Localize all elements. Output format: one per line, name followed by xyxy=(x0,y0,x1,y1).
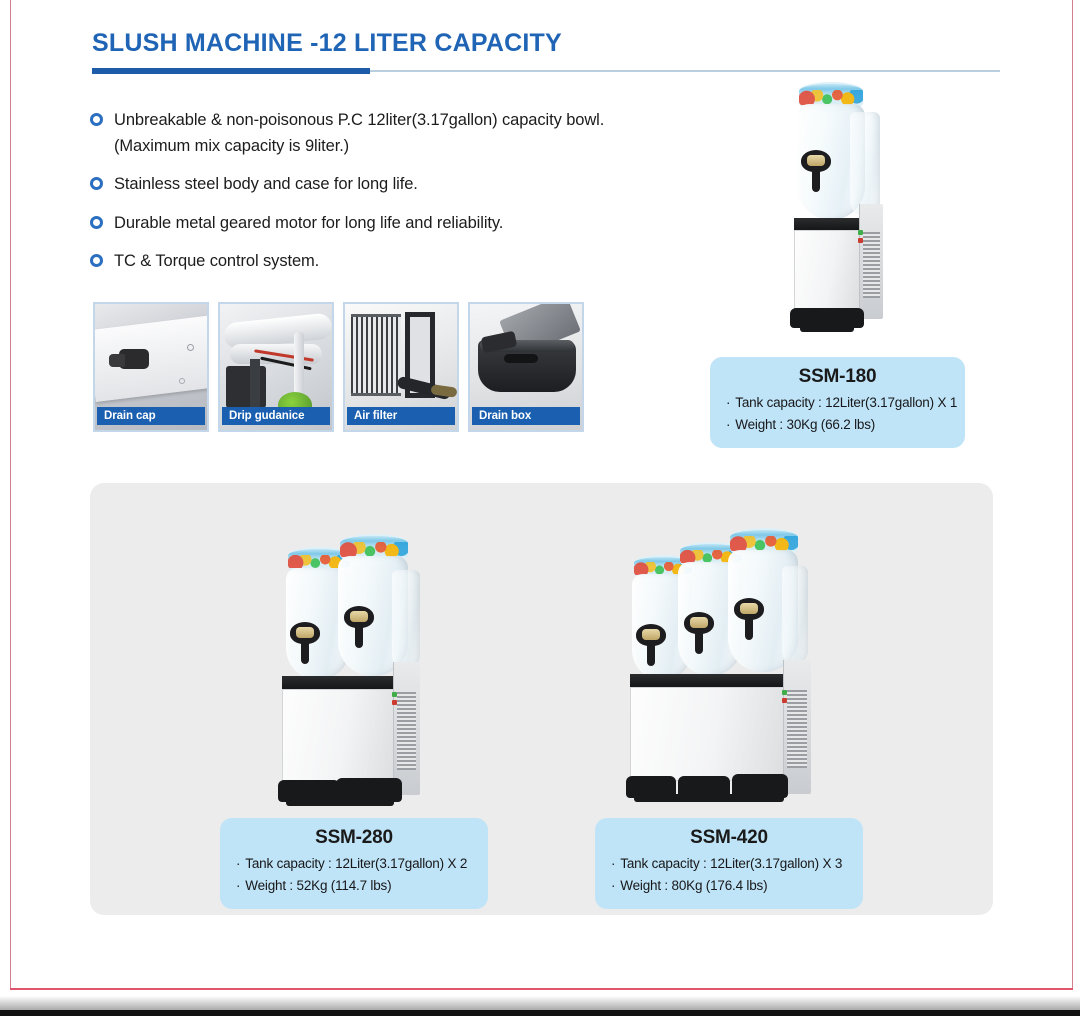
feature-main-text: Unbreakable & non-poisonous P.C 12liter(… xyxy=(114,111,605,129)
ring-bullet-icon xyxy=(90,215,103,229)
product-model-label: SSM-280 xyxy=(315,827,393,848)
spec-weight-text: Weight : 30Kg (66.2 lbs) xyxy=(735,416,876,432)
product-model-label: SSM-180 xyxy=(798,366,877,387)
spec-card-ssm-280: SSM-280 · Tank capacity : 12Liter(3.17gal… xyxy=(220,818,488,909)
product-image-ssm-420 xyxy=(622,528,837,810)
spec-tank-text: Tank capacity : 12Liter(3.17gallon) X 3 xyxy=(620,856,843,871)
title-underline-thin xyxy=(92,70,1000,72)
thumbnail-caption: Drain cap xyxy=(97,407,205,425)
ring-bullet-icon xyxy=(90,113,103,126)
thumbnail-drain-cap: Drain cap xyxy=(93,302,209,432)
spec-weight-text: Weight : 52Kg (114.7 lbs) xyxy=(245,877,392,893)
feature-list: Unbreakable & non-poisonous P.C 12liter(… xyxy=(90,108,700,288)
spec-bullet: · xyxy=(236,877,241,893)
viewer-bottom-bar xyxy=(0,1010,1080,1016)
ring-bullet-icon xyxy=(90,254,103,268)
page-frame-left-rule xyxy=(10,0,11,989)
product-model-label: SSM-420 xyxy=(690,827,768,848)
thumbnail-air-filter: Air filter xyxy=(343,302,459,432)
feature-text: Unbreakable & non-poisonous P.C 12liter(… xyxy=(114,108,604,159)
spec-card-ssm-180: SSM-180 · Tank capacity : 12Liter(3.17gal… xyxy=(710,357,965,448)
thumbnail-drain-box: Drain box xyxy=(468,302,584,432)
spec-bullet: · xyxy=(611,877,616,893)
spec-card-ssm-420: SSM-420 · Tank capacity : 12Liter(3.17gal… xyxy=(595,818,863,909)
feature-sub-text: (Maximum mix capacity is 9liter.) xyxy=(114,136,350,155)
feature-main-text: Durable metal geared motor for long life… xyxy=(114,213,504,232)
page-frame-bottom-rule xyxy=(10,988,1073,990)
viewer-bottom-gradient xyxy=(0,996,1080,1010)
list-item: Unbreakable & non-poisonous P.C 12liter(… xyxy=(90,108,700,159)
thumbnail-caption: Drain box xyxy=(472,407,580,425)
feature-main-text: Stainless steel body and case for long l… xyxy=(114,175,418,194)
spec-bullet: · xyxy=(726,395,731,410)
list-item: Stainless steel body and case for long l… xyxy=(90,172,700,198)
spec-bullet: · xyxy=(236,856,241,871)
list-item: TC & Torque control system. xyxy=(90,249,700,275)
page-frame-right-rule xyxy=(1072,0,1073,989)
feature-main-text: TC & Torque control system. xyxy=(114,252,320,271)
spec-weight: ·Weight : 30Kg (66.2 lbs) xyxy=(726,414,949,436)
spec-weight: ·Weight : 80Kg (176.4 lbs) xyxy=(611,875,847,897)
thumbnail-caption: Air filter xyxy=(347,407,455,425)
spec-weight-text: Weight : 80Kg (176.4 lbs) xyxy=(620,877,768,893)
product-image-ssm-180 xyxy=(768,82,928,347)
detail-thumbnail-strip: Drain cap Drip gudanice Air filter xyxy=(93,302,584,432)
spec-tank-text: Tank capacity : 12Liter(3.17gallon) X 1 xyxy=(735,395,958,410)
thumbnail-caption: Drip gudanice xyxy=(222,407,330,425)
spec-tank-capacity: · Tank capacity : 12Liter(3.17gallon) X 1 xyxy=(726,392,957,414)
spec-bullet: · xyxy=(611,856,616,871)
spec-tank-capacity: · Tank capacity : 12Liter(3.17gallon) X 3 xyxy=(611,853,847,875)
spec-tank-text: Tank capacity : 12Liter(3.17gallon) X 2 xyxy=(245,856,468,871)
product-image-ssm-280 xyxy=(266,534,451,809)
page-title: SLUSH MACHINE -12 LITER CAPACITY xyxy=(92,29,562,57)
list-item: Durable metal geared motor for long life… xyxy=(90,211,700,237)
spec-tank-capacity: · Tank capacity : 12Liter(3.17gallon) X 2 xyxy=(236,853,472,875)
spec-bullet: · xyxy=(726,416,731,432)
ring-bullet-icon xyxy=(90,177,103,191)
thumbnail-drip-guidance: Drip gudanice xyxy=(218,302,334,432)
spec-weight: ·Weight : 52Kg (114.7 lbs) xyxy=(236,875,472,897)
title-underline-accent xyxy=(92,68,370,74)
title-underline xyxy=(92,68,1000,74)
